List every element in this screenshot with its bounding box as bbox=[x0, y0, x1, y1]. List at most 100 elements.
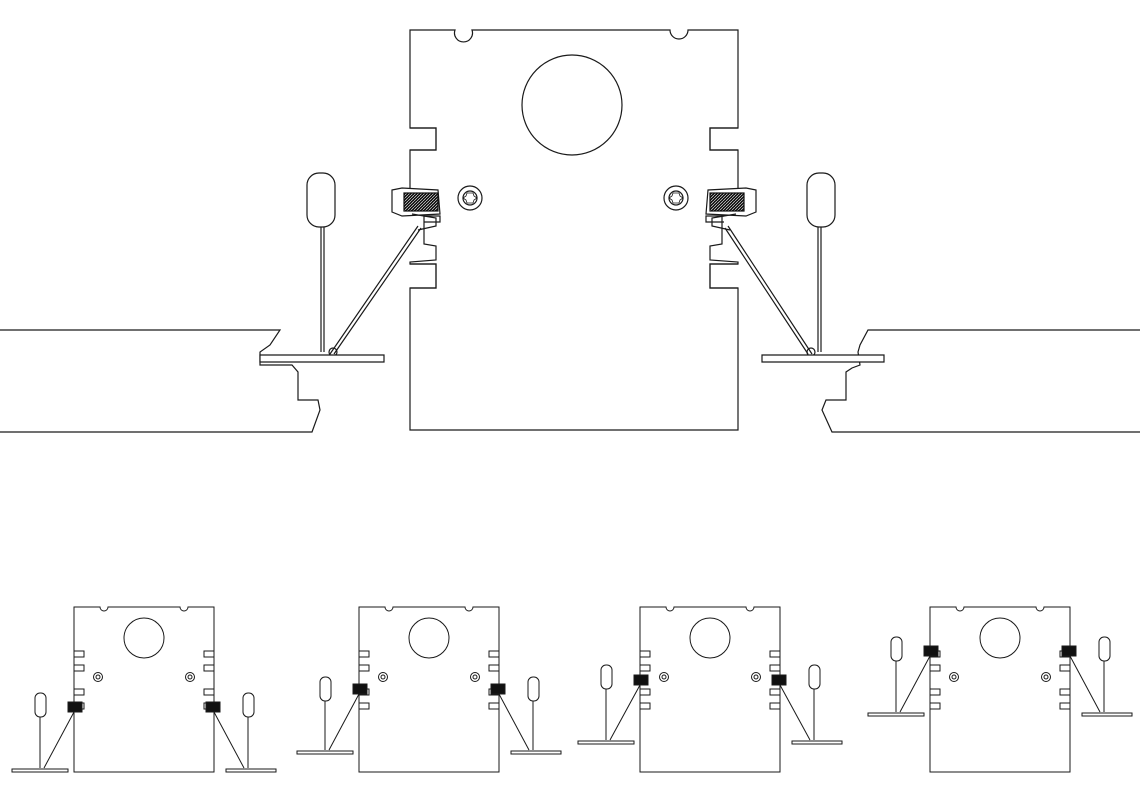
variant-notch bbox=[1059, 688, 1070, 696]
variant-views bbox=[11, 606, 1133, 773]
variant-screw-icon bbox=[95, 674, 101, 680]
variant-notch bbox=[488, 702, 499, 710]
variant-notch bbox=[359, 650, 370, 658]
variant-left-clip-mount bbox=[352, 683, 368, 695]
left-notch-upper bbox=[410, 127, 437, 151]
variant-right-ceiling-flange bbox=[510, 750, 562, 755]
variant-notch bbox=[930, 664, 941, 672]
left-spring-mount bbox=[391, 187, 441, 231]
variant-screw-icon bbox=[753, 674, 759, 680]
variant-right-spring-wire bbox=[498, 693, 530, 751]
variant-screw-icon bbox=[1043, 674, 1049, 680]
left-ceiling-panel bbox=[0, 329, 321, 433]
left-notch-lower bbox=[410, 263, 437, 289]
variant-screw-icon bbox=[661, 674, 667, 680]
variant-left-ceiling-flange bbox=[867, 712, 925, 717]
variant-left-spring-wire bbox=[328, 693, 360, 751]
variant-lamp-opening bbox=[123, 617, 165, 659]
variant-housing bbox=[358, 606, 500, 773]
variant-screw-icon bbox=[472, 674, 478, 680]
variant-right-spring-head bbox=[527, 676, 540, 702]
variant-notch bbox=[74, 664, 85, 672]
variant-notch bbox=[769, 650, 780, 658]
variant-right-spring-wire bbox=[779, 684, 811, 741]
variant-left-spring-head bbox=[890, 636, 903, 662]
variant-notch bbox=[203, 650, 214, 658]
variant-right-ceiling-flange bbox=[225, 768, 277, 773]
variant-screw-icon bbox=[187, 674, 193, 680]
variant-right-clip-mount bbox=[205, 701, 221, 713]
variant-left-clip-mount bbox=[67, 701, 83, 713]
lamp-opening-circle bbox=[521, 54, 623, 156]
variant-notch bbox=[488, 650, 499, 658]
variant-right-spring-head bbox=[1098, 636, 1111, 662]
variant-screw-icon bbox=[380, 674, 386, 680]
variant-right-spring-wire bbox=[213, 711, 245, 769]
variant-right-clip-mount bbox=[1061, 645, 1077, 657]
variant-notch bbox=[1059, 664, 1070, 672]
variant-left-spring-wire bbox=[899, 655, 931, 713]
variant-notch bbox=[359, 664, 370, 672]
variant-lamp-opening bbox=[979, 617, 1021, 659]
variant-notch bbox=[74, 688, 85, 696]
variant-notch bbox=[203, 688, 214, 696]
variant-right-spring-wire bbox=[1069, 655, 1101, 713]
variant-notch bbox=[769, 688, 780, 696]
variant-screw-icon bbox=[1041, 672, 1051, 682]
variant-left-ceiling-flange bbox=[296, 750, 354, 755]
variant-right-clip-mount bbox=[771, 674, 787, 686]
variant-left-clip-mount bbox=[633, 674, 649, 686]
housing-body bbox=[409, 29, 739, 431]
main-assembly-view bbox=[0, 29, 1140, 433]
left-screw-icon bbox=[457, 185, 483, 211]
variant-screw-icon bbox=[93, 672, 103, 682]
variant-notch bbox=[640, 702, 651, 710]
variant-lamp-opening bbox=[408, 617, 450, 659]
variant-notch bbox=[930, 702, 941, 710]
variant-housing bbox=[639, 606, 781, 773]
variant-housing bbox=[73, 606, 215, 773]
variant-notch bbox=[640, 688, 651, 696]
variant-left-spring-head bbox=[34, 692, 47, 718]
variant-screw-icon bbox=[751, 672, 761, 682]
right-spring-mount bbox=[705, 187, 757, 231]
variant-notch bbox=[359, 702, 370, 710]
right-notch-lower bbox=[709, 263, 738, 289]
variant-screw-icon bbox=[185, 672, 195, 682]
variant-left-ceiling-flange bbox=[11, 768, 69, 773]
variant-right-ceiling-flange bbox=[1081, 712, 1133, 717]
variant-notch bbox=[203, 664, 214, 672]
variant-notch bbox=[769, 702, 780, 710]
variant-screw-icon bbox=[659, 672, 669, 682]
right-spring-clip bbox=[724, 172, 885, 363]
variant-left-spring-wire bbox=[609, 684, 641, 741]
variant-right-clip-mount bbox=[490, 683, 506, 695]
variant-right-spring-head bbox=[808, 664, 821, 690]
variant-left-clip-mount bbox=[923, 645, 939, 657]
variant-right-spring-head bbox=[242, 692, 255, 718]
variant-notch bbox=[930, 688, 941, 696]
variant-screw-icon bbox=[949, 672, 959, 682]
right-ceiling-panel bbox=[821, 329, 1140, 433]
variant-housing bbox=[929, 606, 1071, 773]
variant-view-2 bbox=[296, 606, 562, 773]
left-spring-clip bbox=[259, 172, 422, 363]
variant-notch bbox=[640, 650, 651, 658]
variant-notch bbox=[74, 650, 85, 658]
variant-view-3 bbox=[577, 606, 843, 773]
variant-left-spring-wire bbox=[43, 711, 75, 769]
variant-right-ceiling-flange bbox=[791, 740, 843, 745]
variant-left-ceiling-flange bbox=[577, 740, 635, 745]
variant-screw-icon bbox=[378, 672, 388, 682]
right-notch-upper bbox=[709, 127, 738, 151]
variant-view-4 bbox=[867, 606, 1133, 773]
variant-notch bbox=[769, 664, 780, 672]
variant-notch bbox=[640, 664, 651, 672]
variant-screw-icon bbox=[951, 674, 957, 680]
variant-lamp-opening bbox=[689, 617, 731, 659]
right-screw-icon bbox=[663, 185, 689, 211]
variant-notch bbox=[1059, 702, 1070, 710]
variant-left-spring-head bbox=[319, 676, 332, 702]
